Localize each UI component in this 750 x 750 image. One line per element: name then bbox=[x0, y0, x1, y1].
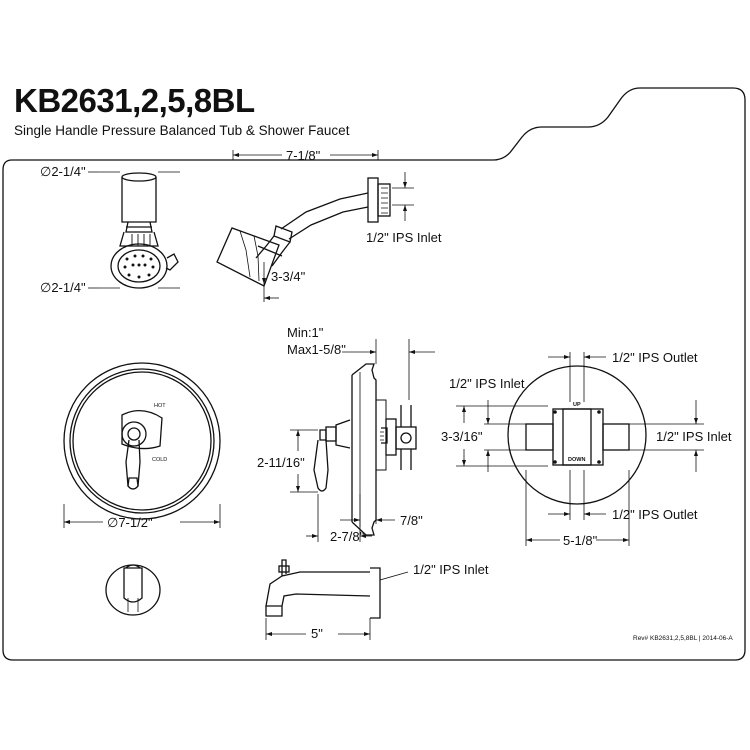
down-label: DOWN bbox=[568, 457, 586, 463]
wall-depth-max-label: Max1-5/8" bbox=[287, 342, 346, 357]
revision-note: Rev# KB2631,2,5,8BL | 2014-06-A bbox=[633, 635, 733, 642]
up-label: UP bbox=[573, 402, 581, 408]
showerhead-top-diameter-label: ∅2-1/4" bbox=[40, 164, 86, 179]
escutcheon-front-view bbox=[63, 362, 221, 528]
valve-body-width-label: 5-1/8" bbox=[563, 533, 598, 548]
wall-depth-min-label: Min:1" bbox=[287, 325, 324, 340]
model-number: KB2631,2,5,8BL bbox=[14, 82, 255, 119]
tub-spout-side-view bbox=[265, 559, 409, 640]
showerhead-drop-label: 3-3/4" bbox=[271, 269, 306, 284]
handle-height-label: 2-11/16" bbox=[257, 455, 305, 470]
left-inlet-label: 1/2" IPS Inlet bbox=[449, 376, 525, 391]
shower-arm-inlet-label: 1/2" IPS Inlet bbox=[366, 230, 442, 245]
showerhead-side-view bbox=[216, 150, 414, 302]
valve-body-depth-label: 7/8" bbox=[400, 513, 423, 528]
hot-label: HOT bbox=[154, 403, 166, 409]
bottom-outlet-label: 1/2" IPS Outlet bbox=[612, 507, 698, 522]
top-outlet-label: 1/2" IPS Outlet bbox=[612, 350, 698, 365]
spout-length-label: 5" bbox=[311, 626, 323, 641]
escutcheon-diameter-label: ∅7-1/2" bbox=[107, 515, 153, 530]
spout-inlet-label: 1/2" IPS Inlet bbox=[413, 562, 489, 577]
valve-side-view bbox=[290, 339, 435, 542]
showerhead-bottom-diameter-label: ∅2-1/4" bbox=[40, 280, 86, 295]
shower-arm-length-label: 7-1/8" bbox=[286, 148, 321, 163]
valve-body-height-label: 3-3/16" bbox=[441, 429, 483, 444]
handle-projection-label: 2-7/8" bbox=[330, 529, 365, 544]
valve-body-front-view bbox=[456, 352, 704, 546]
product-description: Single Handle Pressure Balanced Tub & Sh… bbox=[14, 123, 350, 138]
sheet-border bbox=[2, 87, 746, 661]
right-inlet-label: 1/2" IPS Inlet bbox=[656, 429, 732, 444]
showerhead-front-view bbox=[98, 171, 180, 289]
handle-top-view bbox=[105, 564, 161, 616]
cold-label: COLD bbox=[152, 457, 168, 463]
